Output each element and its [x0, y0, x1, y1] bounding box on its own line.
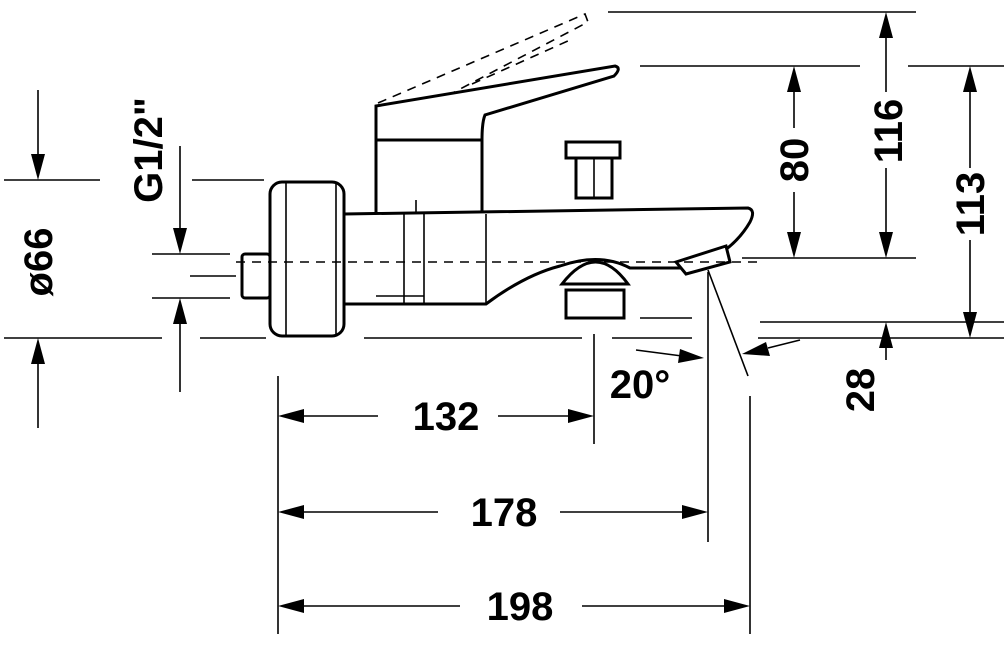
dimension-116-label: 116: [867, 99, 911, 164]
faucet-outline: [236, 12, 760, 338]
dimension-178-label: 178: [471, 491, 538, 535]
extension-lines: [4, 11, 1004, 634]
dimension-132-label: 132: [413, 395, 480, 439]
dimension-198-label: 198: [487, 585, 554, 629]
dimension-angle-label: 20°: [610, 363, 671, 407]
dimension-thread-label: G1/2": [127, 97, 171, 203]
dimension-28-label: 28: [839, 368, 883, 413]
dimension-80-label: 80: [773, 138, 817, 183]
dimension-113-label: 113: [949, 172, 993, 237]
dimension-diameter-label: ø66: [17, 228, 61, 297]
dimension-lines: [31, 12, 977, 613]
